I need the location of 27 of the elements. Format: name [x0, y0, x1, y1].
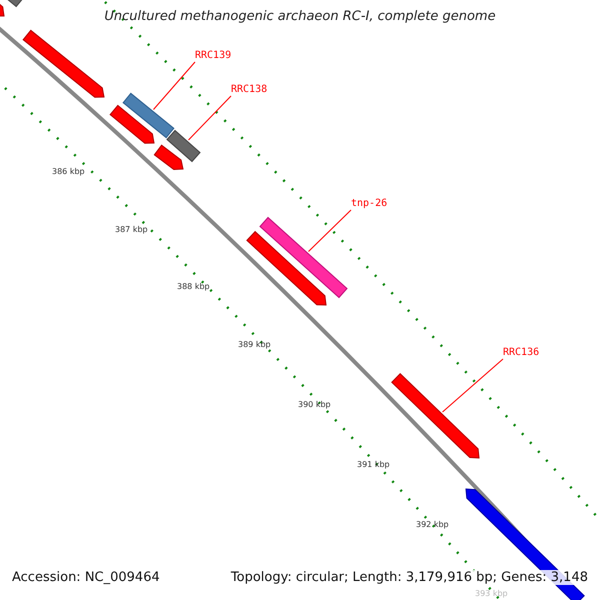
scale-label: 393 kbp: [475, 589, 508, 598]
footer-text: Topology: circular; Length: 3,179,916 bp; Genes: 3,148: [228, 570, 590, 585]
gene-label: RRC138: [231, 84, 268, 95]
gene-feature: [110, 104, 155, 144]
scale-label: 388 kbp: [177, 282, 210, 291]
gene-feature: [22, 30, 105, 98]
scale-label: 390 kbp: [298, 400, 331, 409]
scale-label: 387 kbp: [115, 225, 148, 234]
gene-feature: [246, 230, 327, 306]
scale-label: 391 kbp: [357, 460, 390, 469]
leader-line: [308, 210, 352, 252]
gene-feature: [154, 144, 184, 170]
scale-label: 389 kbp: [238, 340, 271, 349]
gene-label: RRC139: [195, 50, 232, 61]
scale-label: 392 kbp: [416, 520, 449, 529]
title: Uncultured methanogenic archaeon RC-I, complete genome: [103, 9, 497, 24]
gene-label: RRC136: [503, 347, 540, 358]
gene-feature: [391, 373, 480, 459]
gene-feature: [122, 92, 174, 138]
leader-line: [442, 358, 504, 412]
gene-feature: [259, 216, 348, 298]
leader-line: [153, 62, 196, 110]
footer-text: Accession: NC_009464: [10, 570, 162, 585]
scale-label: 386 kbp: [52, 167, 85, 176]
gene-feature: [166, 130, 201, 162]
leader-line: [188, 96, 232, 140]
gene-label: tnp-26: [351, 198, 388, 209]
